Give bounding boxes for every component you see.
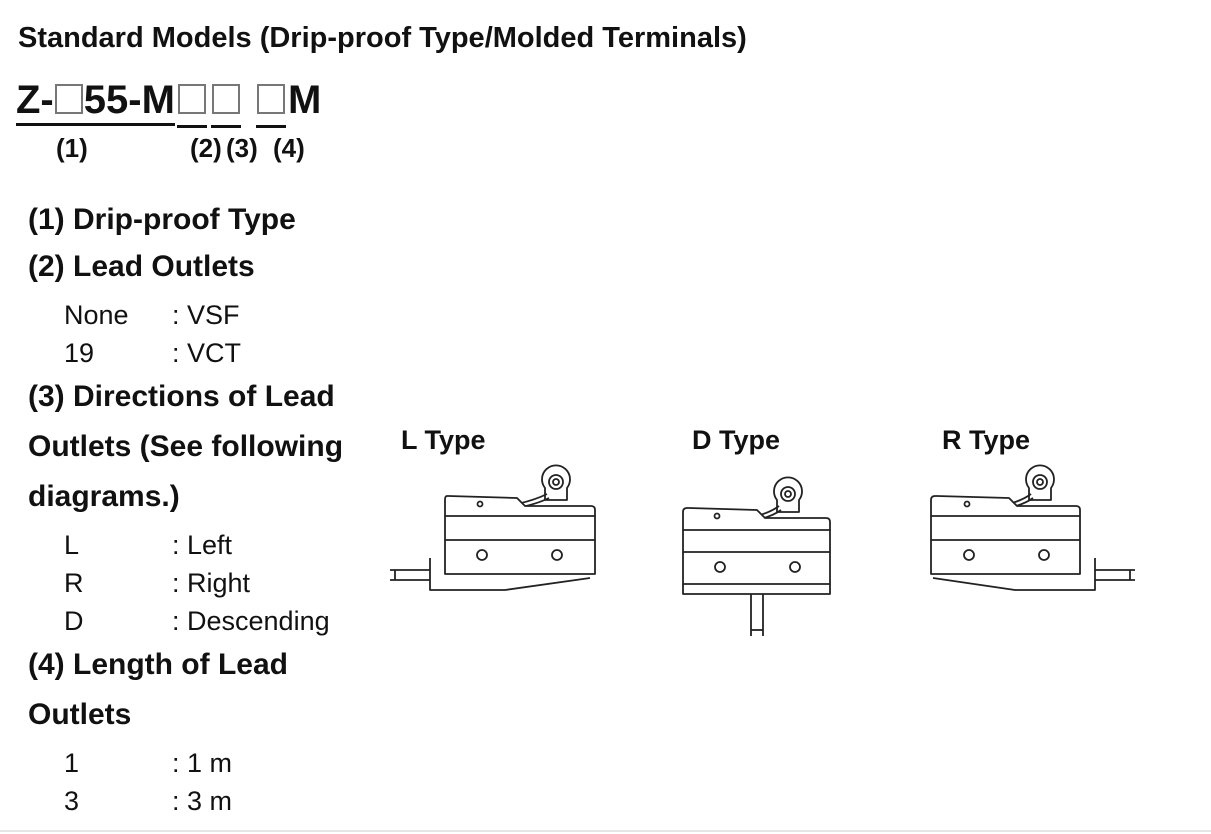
model-code: Z- 55-M M <box>16 78 321 128</box>
placeholder-box-2 <box>177 84 206 114</box>
heading-directions-line3: diagrams.) <box>28 480 180 513</box>
placeholder-box-4 <box>257 84 286 114</box>
callout-3: (3) <box>226 133 258 163</box>
callout-1: (1) <box>56 133 88 163</box>
length-value-3: : 3 m <box>172 786 233 816</box>
length-key-3: 3 <box>64 786 80 816</box>
switch-lead-descending-diagram <box>682 476 831 636</box>
placeholder-box-1 <box>54 84 83 114</box>
bottom-divider <box>0 830 1211 832</box>
page-title: Standard Models (Drip-proof Type/Molded … <box>18 22 747 54</box>
placeholder-box-3-wrap <box>210 78 241 128</box>
direction-key-d: D <box>64 606 84 636</box>
length-key-1: 1 <box>64 748 80 778</box>
direction-value-l: : Left <box>172 530 233 560</box>
lead-outlet-value-2: : VCT <box>172 338 242 368</box>
direction-key-l: L <box>64 530 80 560</box>
placeholder-box-2-wrap <box>176 78 207 128</box>
lead-outlet-key-1: None <box>64 300 129 330</box>
diagram-label-d: D Type <box>692 425 781 455</box>
heading-directions-line1: (3) Directions of Lead <box>28 380 335 413</box>
switch-lead-right-diagram <box>930 464 1135 591</box>
direction-value-r: : Right <box>172 568 251 598</box>
callout-4: (4) <box>273 133 305 163</box>
diagram-label-l: L Type <box>401 425 486 455</box>
heading-drip-proof: (1) Drip-proof Type <box>28 203 296 236</box>
placeholder-box-3 <box>211 84 240 114</box>
heading-lead-outlets: (2) Lead Outlets <box>28 250 255 283</box>
model-suffix: M <box>288 78 322 122</box>
direction-key-r: R <box>64 568 84 598</box>
model-prefix-group: Z- 55-M <box>16 78 175 126</box>
placeholder-box-4-wrap <box>256 78 287 128</box>
model-mid: 55-M <box>83 78 175 122</box>
model-prefix: Z- <box>16 78 54 122</box>
direction-value-d: : Descending <box>172 606 330 636</box>
switch-lead-left-diagram <box>390 464 596 591</box>
callout-2: (2) <box>190 133 222 163</box>
lead-outlet-key-2: 19 <box>64 338 95 368</box>
length-value-1: : 1 m <box>172 748 233 778</box>
heading-directions-line2: Outlets (See following <box>28 430 344 463</box>
heading-length-line2: Outlets <box>28 698 132 731</box>
diagram-label-r: R Type <box>942 425 1031 455</box>
lead-outlet-value-1: : VSF <box>172 300 240 330</box>
heading-length-line1: (4) Length of Lead <box>28 648 288 681</box>
